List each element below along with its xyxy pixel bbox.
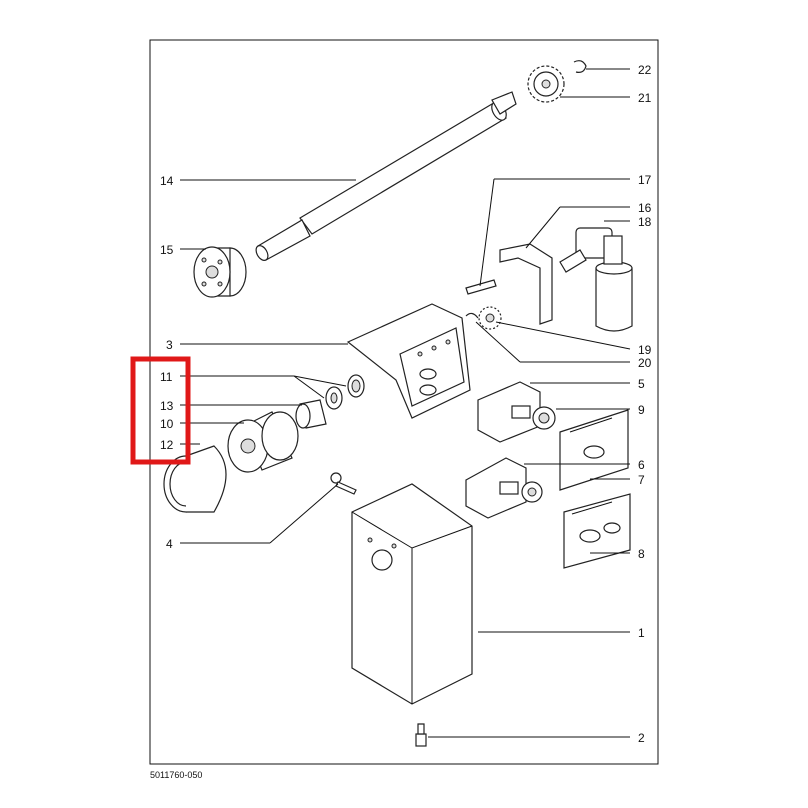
callout-19: 19 [638,343,652,357]
callout-4: 4 [166,537,173,551]
callout-7: 7 [638,473,645,487]
callout-9: 9 [638,403,645,417]
small-gear-part [465,306,502,330]
clip-part [573,60,587,73]
drum-10-part [227,411,299,473]
control-panel-part [346,303,471,419]
hub-part [193,246,247,298]
callout-20: 20 [638,356,652,370]
bearing-small-part [325,386,343,410]
gear-part [527,65,565,103]
callout-22: 22 [638,63,652,77]
housing-box-part [351,483,473,705]
callout-14: 14 [160,174,174,188]
callout-21: 21 [638,91,652,105]
drawing-frame [149,39,659,765]
callout-2: 2 [638,731,645,745]
drawing-number: 5011760-050 [150,770,202,780]
screw-17-part [465,279,497,295]
callout-6: 6 [638,458,645,472]
callout-3: 3 [166,338,173,352]
callout-13: 13 [160,399,174,413]
callout-12: 12 [160,438,174,452]
bearing-11-part [347,374,365,398]
bushing-13-part [295,399,327,429]
callout-15: 15 [160,243,174,257]
motor-bracket-part [499,227,633,332]
callout-8: 8 [638,547,645,561]
switch-assembly-6-part [465,457,543,519]
callout-10: 10 [160,417,174,431]
shaft-part [255,91,517,261]
screw-4-part [330,472,357,495]
label-plate-7-part [559,409,629,491]
callout-5: 5 [638,377,645,391]
callout-1: 1 [638,626,645,640]
callout-11: 11 [160,370,173,384]
highlight-box [130,356,191,465]
leader-lines [180,68,631,738]
label-plate-8-part [563,493,631,569]
ring-12-part [163,445,227,513]
callout-17: 17 [638,173,652,187]
screw-2-part [415,723,427,747]
callout-16: 16 [638,201,652,215]
switch-assembly-5-part [477,381,556,443]
callout-18: 18 [638,215,652,229]
